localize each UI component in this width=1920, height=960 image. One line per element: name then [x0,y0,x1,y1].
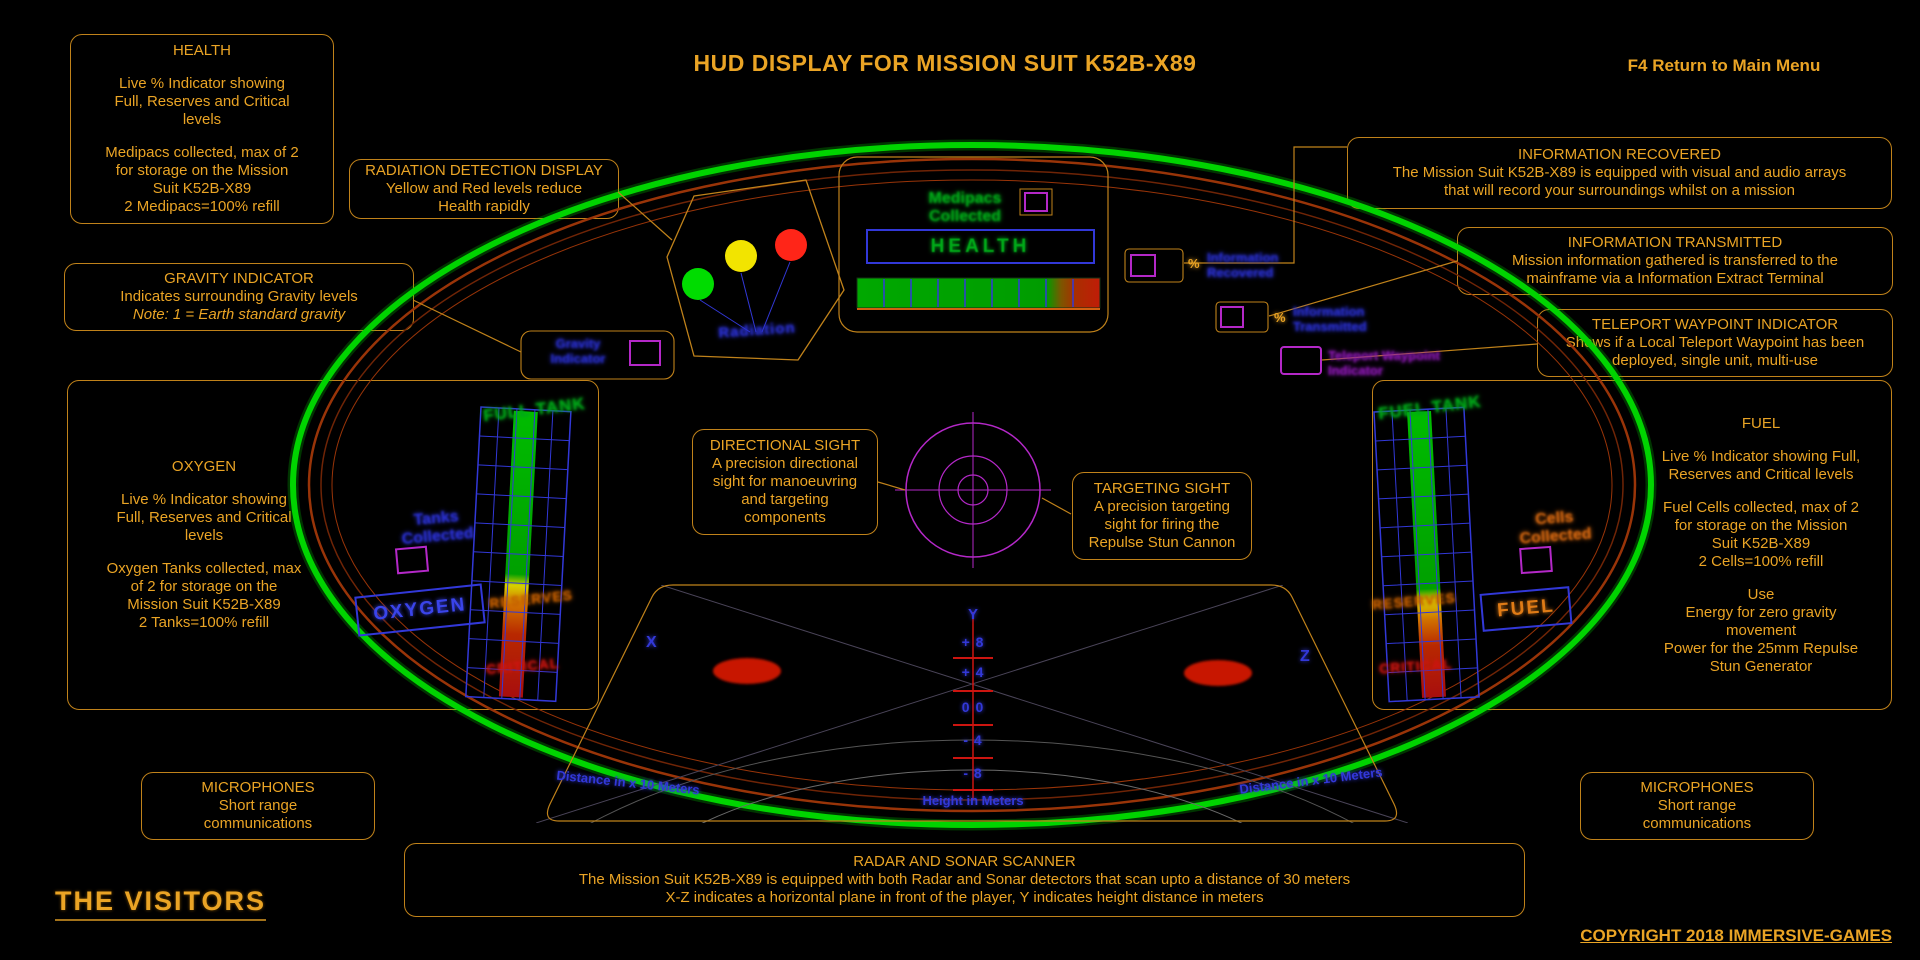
annotation-text: Power for the 25mm Repulse Stun Generato… [1663,639,1859,675]
annotation-text: 2 Tanks=100% refill [138,614,270,631]
annotation-text: 2 Cells=100% refill [1698,552,1824,570]
annotation-fuel: FUEL Live % Indicator showing Full, Rese… [1372,380,1892,710]
info-recovered-indicator-label: Information Recovered [1207,250,1279,280]
annotation-title: INFORMATION RECOVERED [1517,146,1722,163]
info-transmitted-indicator-label: Information Transmitted [1293,304,1367,334]
annotation-title: RADAR AND SONAR SCANNER [853,853,1076,870]
annotation-text: A precision targeting sight for firing t… [1088,498,1236,551]
teleport-slot [1280,346,1322,375]
medipacs-collected-label: Medipacs Collected [928,190,1002,226]
annotation-text: The Mission Suit K52B-X89 is equipped wi… [578,871,1351,888]
info-indicator-slots [1124,248,1322,375]
gravity-indicator-element [520,330,675,380]
spacer [103,60,301,75]
spacer [106,545,302,560]
spacer [1661,433,1861,448]
radar-tick: + 8 [961,634,985,650]
radiation-lamp-yellow [725,240,757,272]
annotation-text: Energy for zero gravity movement [1685,603,1837,639]
info-transmitted-pct: % [1274,310,1286,325]
radar-distance-right-label: Distance in x 10 Meters [1238,764,1384,797]
gravity-indicator-label: Gravity Indicator [550,336,606,366]
annotation-microphones-left: MICROPHONES Short range communications [141,772,375,840]
annotation-info-recovered: INFORMATION RECOVERED The Mission Suit K… [1347,137,1892,209]
info-recovered-pct: % [1188,256,1200,271]
annotation-text: Short range communications [1642,797,1752,832]
annotation-text: X-Z indicates a horizontal plane in fron… [665,889,1264,906]
teleport-indicator-label: Teleport Waypoint Indicator [1328,348,1440,378]
annotation-title: GRAVITY INDICATOR [164,270,314,287]
annotation-microphones-right: MICROPHONES Short range communications [1580,772,1814,840]
annotation-title: MICROPHONES [1640,779,1754,796]
sight-reticle [895,412,1051,568]
medipac-slot [1019,188,1053,216]
radar-y-label: Y [967,606,978,623]
health-bar [856,277,1101,309]
annotation-text: Use [1747,585,1775,603]
annotation-text: Short range communications [203,797,313,832]
health-panel [838,156,1109,333]
annotation-text: Mission information gathered is transfer… [1512,252,1838,287]
annotation-text: Live % Indicator showing Full, Reserves … [116,491,292,544]
annotation-targeting-sight: TARGETING SIGHT A precision targeting si… [1072,472,1252,560]
annotation-text: 2 Medipacs=100% refill [124,198,280,215]
radiation-label: Radiation [717,319,797,342]
annotation-text: Indicates surrounding Gravity levels [120,288,358,305]
spacer [103,129,301,144]
spacer [1661,571,1861,586]
annotation-title: HEALTH [172,42,232,59]
health-gauge-label: HEALTH [930,236,1031,257]
radar-height-label: Height in Meters [922,793,1024,808]
copyright-text: COPYRIGHT 2018 IMMERSIVE-GAMES [1580,926,1892,945]
radar-contact-right [1184,660,1252,686]
annotation-text: The Mission Suit K52B-X89 is equipped wi… [1392,164,1847,199]
annotation-title: TELEPORT WAYPOINT INDICATOR [1591,316,1839,333]
annotation-title: TARGETING SIGHT [1093,480,1231,497]
radar-x-label: X [646,634,657,651]
radar-tick: + 4 [961,664,985,680]
radar-tick: - 8 [963,765,983,781]
annotation-radar-sonar: RADAR AND SONAR SCANNER The Mission Suit… [404,843,1525,917]
annotation-title: MICROPHONES [201,779,315,796]
radar-tick: - 4 [963,732,983,748]
annotation-oxygen: OXYGEN Live % Indicator showing Full, Re… [67,380,599,710]
annotation-text: Fuel Cells collected, max of 2 for stora… [1663,498,1859,552]
page-title: HUD DISPLAY FOR MISSION SUIT K52B-X89 [693,50,1197,76]
spacer [1661,484,1861,499]
annotation-text: Medipacs collected, max of 2 for storage… [105,144,299,197]
game-logo: THE VISITORS [55,886,267,921]
annotation-gravity: GRAVITY INDICATOR Indicates surrounding … [64,263,414,331]
annotation-health: HEALTH Live % Indicator showing Full, Re… [70,34,334,224]
annotation-text: Oxygen Tanks collected, max of 2 for sto… [106,560,302,613]
radar-distance-left-label: Distance in x 10 Meters [555,767,701,798]
radar-z-label: Z [1300,648,1310,665]
annotation-text: Shows if a Local Teleport Waypoint has b… [1565,334,1865,369]
menu-return-hint[interactable]: F4 Return to Main Menu [1627,56,1821,75]
annotation-teleport: TELEPORT WAYPOINT INDICATOR Shows if a L… [1537,309,1893,377]
radar-tick: 0 0 [961,699,985,715]
annotation-text: Live % Indicator showing Full, Reserves … [1661,447,1861,483]
radiation-lamps [666,179,845,361]
annotation-text: Live % Indicator showing Full, Reserves … [114,75,290,128]
annotation-note: Note: 1 = Earth standard gravity [132,306,346,323]
annotation-title: FUEL [1741,414,1781,432]
radiation-lamp-green [682,268,714,300]
spacer [106,476,302,491]
annotation-directional-sight: DIRECTIONAL SIGHT A precision directiona… [692,429,878,535]
annotation-title: INFORMATION TRANSMITTED [1567,234,1783,251]
annotation-title: OXYGEN [171,458,237,475]
annotation-title: RADIATION DETECTION DISPLAY [365,162,603,179]
annotation-text: Yellow and Red levels reduce Health rapi… [385,180,583,215]
annotation-radiation-display: RADIATION DETECTION DISPLAY Yellow and R… [349,159,619,219]
radiation-lamp-red [775,229,807,261]
annotation-text: A precision directional sight for manoeu… [712,455,858,526]
annotation-title: DIRECTIONAL SIGHT [709,437,861,454]
annotation-info-transmitted: INFORMATION TRANSMITTED Mission informat… [1457,227,1893,295]
radar-contact-left [713,658,781,684]
